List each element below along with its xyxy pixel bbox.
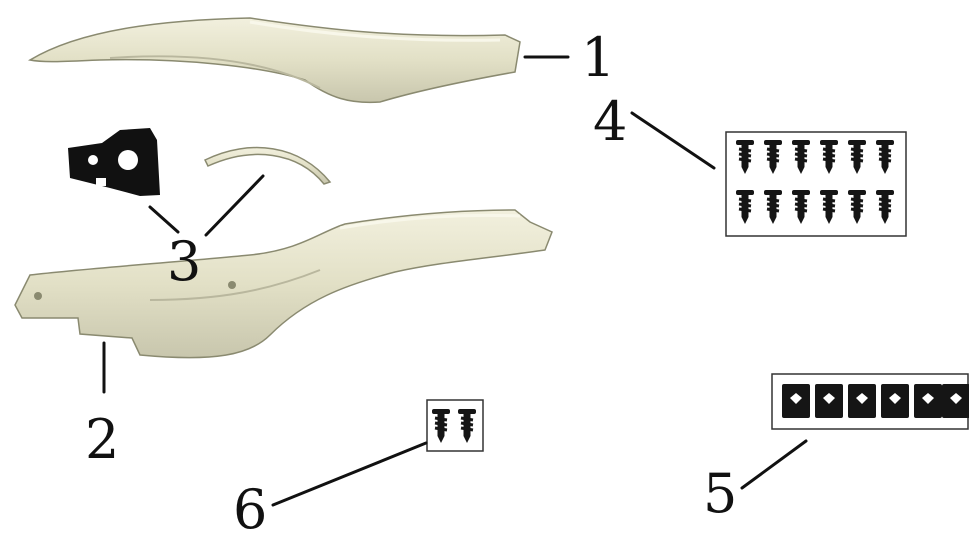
- black-bracket: [68, 128, 160, 196]
- clip-nut-icon: [815, 384, 843, 418]
- callout-3: 3: [167, 230, 201, 293]
- callout-1: 1: [581, 26, 615, 89]
- clip-nut-icon: [914, 384, 942, 418]
- clip-nut-icon: [942, 384, 969, 418]
- leader-line-5: [742, 441, 806, 488]
- side-panel-lower: [15, 210, 552, 358]
- curved-trim-strip: [205, 148, 330, 184]
- clip-nut-icon: [782, 384, 810, 418]
- callout-6: 6: [233, 478, 267, 533]
- leader-line-3b: [206, 176, 263, 235]
- leader-line-3a: [150, 207, 178, 232]
- clip-nut-icon: [881, 384, 909, 418]
- callout-4: 4: [593, 90, 627, 153]
- screw-set-box-12: [726, 132, 906, 236]
- callout-5: 5: [703, 462, 737, 525]
- clip-nut-set-box-6: [772, 374, 969, 429]
- side-panel-upper: [30, 18, 520, 102]
- clip-nut-icon: [848, 384, 876, 418]
- screw-set-box-2: [427, 400, 483, 451]
- leader-line-6: [273, 443, 426, 505]
- callout-2: 2: [85, 408, 119, 471]
- leader-line-4: [632, 113, 714, 168]
